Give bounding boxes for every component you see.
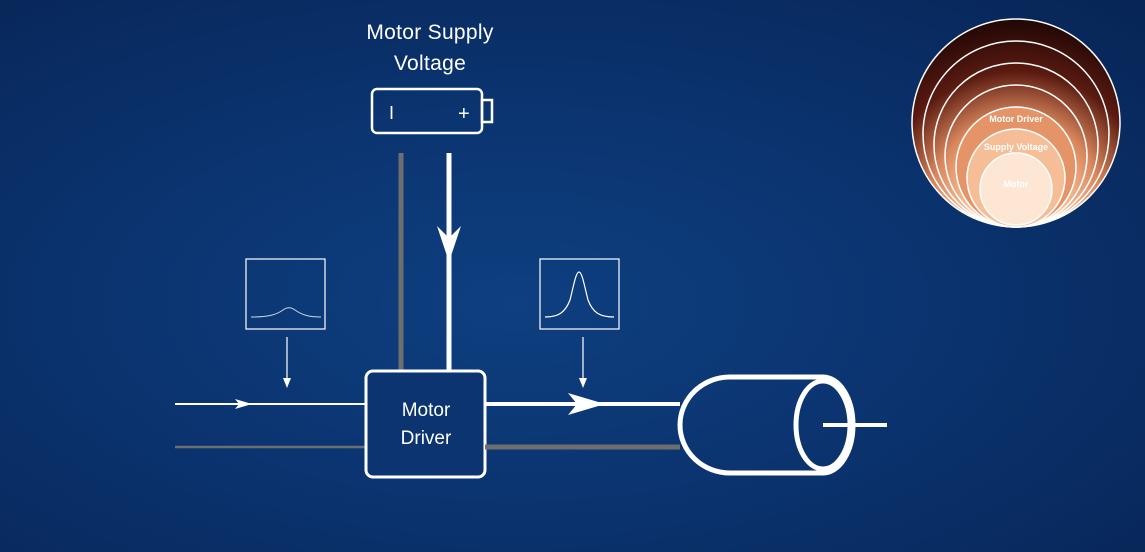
battery-minus-terminal: I xyxy=(389,103,394,123)
motor-icon xyxy=(677,374,887,476)
output-arrow-icon xyxy=(568,393,605,415)
battery-icon: I + xyxy=(370,87,494,135)
motor-driver-label-line1: Motor xyxy=(401,400,451,421)
supply-arrow-icon xyxy=(437,226,461,262)
output-signal-graph xyxy=(539,258,620,388)
supply-voltage-title-line1: Motor Supply xyxy=(366,21,494,44)
layer-label-motor-driver: Motor Driver xyxy=(989,114,1043,124)
supply-voltage-title-line2: Voltage xyxy=(393,52,467,75)
input-arrow-icon xyxy=(235,399,252,409)
layer-label-supply-voltage: Supply Voltage xyxy=(984,142,1048,152)
layer-motor xyxy=(979,152,1053,226)
high-pulse-curve xyxy=(544,271,615,318)
motor-driver-box xyxy=(364,369,487,479)
layer-label-motor: Motor xyxy=(1004,179,1029,189)
input-signal-graph xyxy=(245,258,326,388)
arrow-down-icon xyxy=(283,378,291,388)
battery-plus-terminal: + xyxy=(458,103,470,125)
layers-diagram: Motor Driver Supply Voltage Motor xyxy=(911,18,1121,228)
low-pulse-curve xyxy=(250,307,322,318)
arrow-down-icon xyxy=(579,378,587,388)
motor-driver-label-line2: Driver xyxy=(400,428,452,449)
